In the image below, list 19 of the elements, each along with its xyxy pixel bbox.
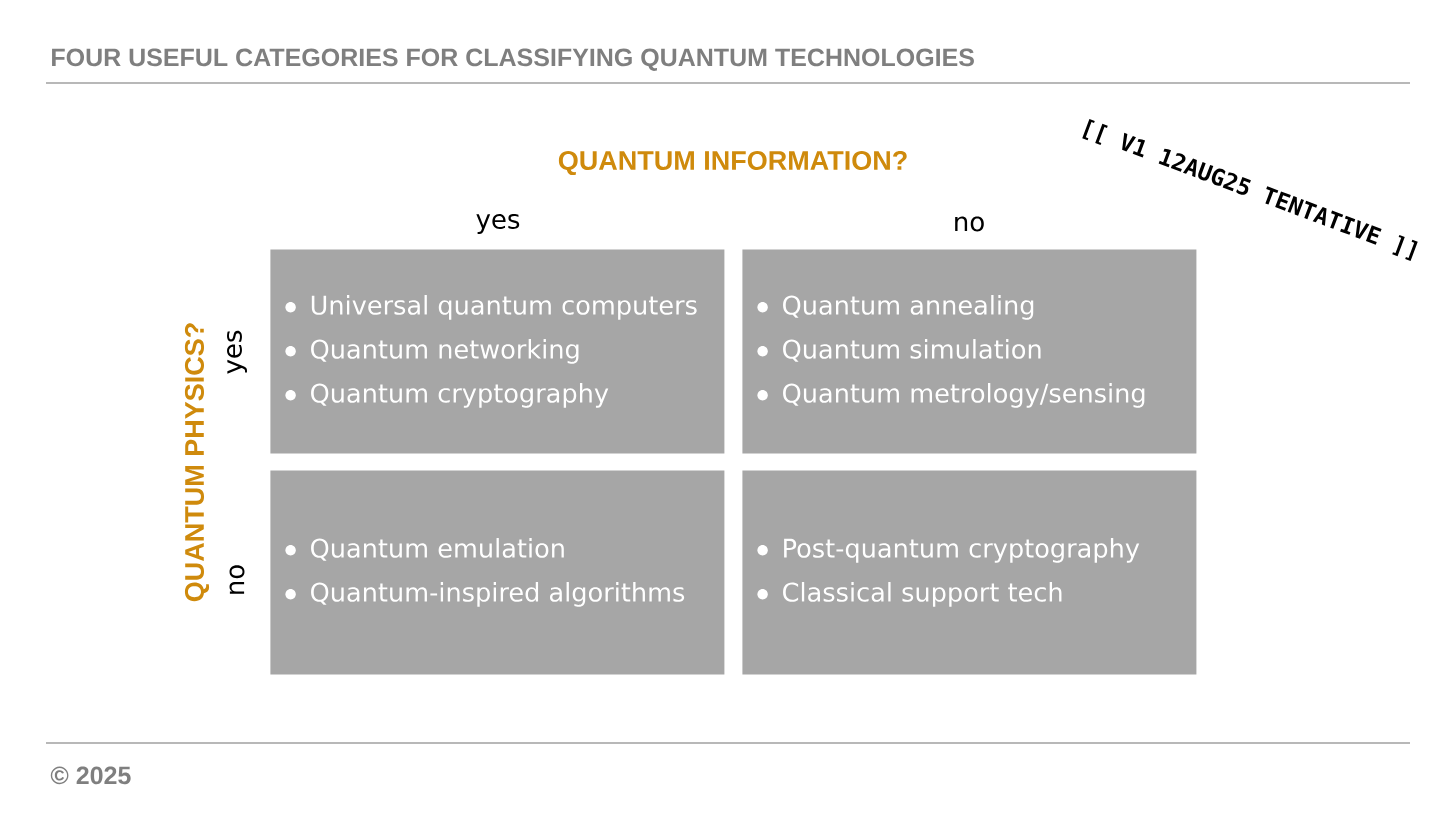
list-item: Universal quantum computers	[311, 295, 697, 320]
list-item: Classical support tech	[783, 582, 1062, 607]
title: FOUR USEFUL CATEGORIES FOR CLASSIFYING QUANTUM TECHNOLOGIES	[52, 48, 974, 71]
list-item: Post-quantum cryptography	[784, 538, 1140, 563]
quadrant-box	[270, 249, 725, 454]
list-item: Quantum-inspired algorithms	[311, 582, 685, 607]
quadrant-box	[742, 470, 1197, 675]
list-item: Quantum cryptography	[311, 383, 609, 408]
row-label: no	[229, 565, 245, 594]
list-item: Quantum emulation	[311, 538, 564, 561]
list-item: Quantum simulation	[783, 339, 1041, 362]
axis-heading: QUANTUM PHYSICS?	[184, 323, 210, 602]
quadrant-box	[742, 249, 1197, 454]
quadrant-box	[270, 470, 725, 675]
list-item: Quantum networking	[311, 339, 579, 364]
axis-heading: QUANTUM INFORMATION?	[558, 150, 907, 176]
list-item: Quantum annealing	[783, 295, 1034, 320]
list-item: Quantum metrology/sensing	[783, 383, 1145, 408]
copyright-text: © 2025	[50, 766, 131, 785]
